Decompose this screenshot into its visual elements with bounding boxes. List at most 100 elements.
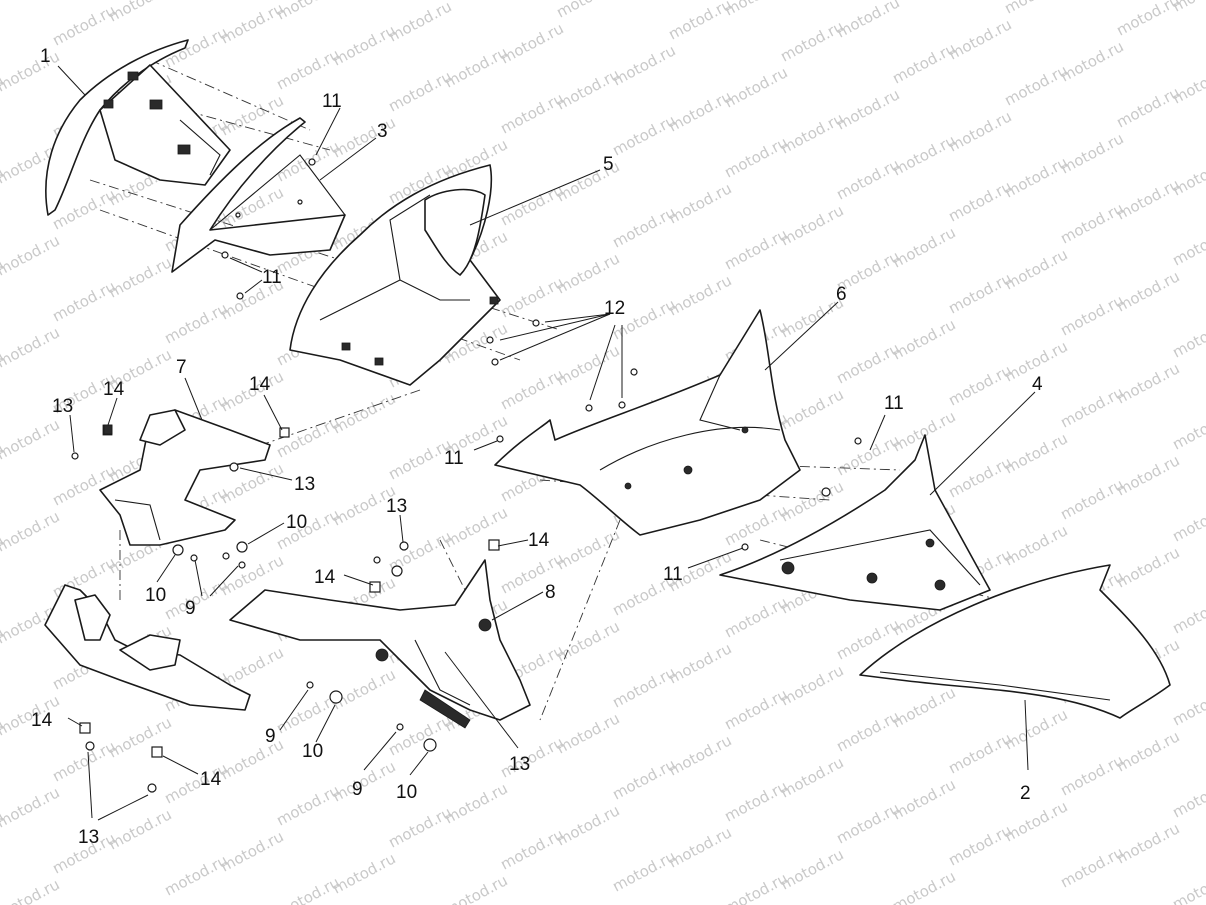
- watermark-text: motod.ru: [945, 269, 1014, 317]
- watermark-text: motod.ru: [945, 177, 1014, 225]
- callout-14-b: 14: [249, 374, 271, 395]
- watermark-text: motod.ru: [1001, 61, 1070, 109]
- watermark-text: motod.ru: [497, 733, 566, 781]
- watermark-text: motod.ru: [721, 593, 790, 641]
- part-4-lower-side-panel: [719, 434, 991, 611]
- watermark-text: motod.ru: [833, 431, 902, 479]
- watermark-text: motod.ru: [0, 47, 63, 95]
- watermark-text: motod.ru: [1169, 221, 1206, 269]
- callout-3: 3: [377, 121, 388, 142]
- watermark-text: motod.ru: [0, 0, 63, 4]
- watermark-text: motod.ru: [1169, 313, 1206, 361]
- watermark-text: motod.ru: [497, 365, 566, 413]
- watermark-text: motod.ru: [273, 873, 342, 905]
- callout-13-c: 13: [386, 496, 407, 517]
- watermark-text: motod.ru: [49, 737, 118, 785]
- fasteners: [71, 158, 862, 793]
- callout-5: 5: [603, 154, 614, 175]
- watermark-text: motod.ru: [273, 781, 342, 829]
- watermark-text: motod.ru: [1057, 843, 1126, 891]
- watermark-text: motod.ru: [1057, 751, 1126, 799]
- watermark-text: motod.ru: [609, 755, 678, 803]
- watermark-text: motod.ru: [945, 729, 1014, 777]
- lower-spoiler: [44, 584, 251, 711]
- callout-2: 2: [1020, 783, 1031, 804]
- watermark-text: motod.ru: [1113, 0, 1182, 40]
- watermark-text: motod.ru: [497, 273, 566, 321]
- leader-lines: [57, 65, 1036, 821]
- watermark-text: motod.ru: [161, 851, 230, 899]
- watermark-text: motod.ru: [721, 869, 790, 905]
- part-8-lower-bracket: [229, 559, 531, 729]
- watermark-text: motod.ru: [1057, 383, 1126, 431]
- callout-10-a: 10: [145, 585, 166, 606]
- callout-11-a: 11: [322, 91, 342, 112]
- callout-14-e: 14: [31, 710, 53, 731]
- watermark-text: motod.ru: [1169, 773, 1206, 821]
- watermark-text: motod.ru: [889, 867, 958, 905]
- callout-10-b: 10: [286, 512, 307, 533]
- watermark-text: motod.ru: [1169, 681, 1206, 729]
- watermark-text: motod.ru: [665, 0, 734, 44]
- watermark-text: motod.ru: [161, 0, 230, 2]
- watermark-text: motod.ru: [497, 89, 566, 137]
- callout-9-b: 9: [265, 726, 276, 747]
- watermark-text: motod.ru: [1001, 0, 1070, 18]
- watermark-text: motod.ru: [1169, 405, 1206, 453]
- callout-12: 12: [604, 298, 625, 319]
- watermark-text: motod.ru: [273, 45, 342, 93]
- watermark-text: motod.ru: [1169, 865, 1206, 905]
- watermark-text: motod.ru: [833, 799, 902, 847]
- watermark-text: motod.ru: [833, 707, 902, 755]
- watermark-text: motod.ru: [0, 415, 63, 463]
- watermark-text: motod.ru: [1113, 83, 1182, 131]
- part-1-front-fairing: [45, 39, 231, 216]
- watermark-text: motod.ru: [609, 203, 678, 251]
- watermark-text: motod.ru: [1057, 475, 1126, 523]
- part-3-inner-panel: [171, 117, 346, 273]
- watermark-text: motod.ru: [833, 155, 902, 203]
- watermark-text: motod.ru: [833, 339, 902, 387]
- watermark-text: motod.ru: [1057, 199, 1126, 247]
- callout-14-a: 14: [103, 379, 125, 400]
- callout-11-e: 11: [663, 564, 683, 585]
- watermark-text: motod.ru: [0, 323, 63, 371]
- callout-11-b: 11: [262, 267, 282, 288]
- callout-13-d: 13: [509, 754, 530, 775]
- watermark-text: motod.ru: [385, 67, 454, 115]
- watermark-text: motod.ru: [721, 685, 790, 733]
- callout-10-c: 10: [302, 741, 323, 762]
- callout-14-f: 14: [200, 769, 222, 790]
- watermark-text: motod.ru: [49, 1, 118, 49]
- watermark-text: motod.ru: [497, 549, 566, 597]
- watermark-text: motod.ru: [945, 361, 1014, 409]
- watermark-text: motod.ru: [1169, 497, 1206, 545]
- watermark-text: motod.ru: [1057, 291, 1126, 339]
- callout-11-c: 11: [444, 448, 464, 469]
- callout-6: 6: [836, 284, 847, 305]
- watermark-text: motod.ru: [889, 39, 958, 87]
- callout-8: 8: [545, 582, 556, 603]
- watermark-text: motod.ru: [497, 825, 566, 873]
- watermark-text: motod.ru: [385, 711, 454, 759]
- watermark-text: motod.ru: [833, 0, 902, 42]
- watermark-text: motod.ru: [0, 507, 63, 555]
- watermark-text: motod.ru: [161, 299, 230, 347]
- part-7-inner-bracket: [99, 409, 271, 546]
- watermark-text: motod.ru: [777, 17, 846, 65]
- watermark-text: motod.ru: [385, 803, 454, 851]
- watermark-text: motod.ru: [721, 777, 790, 825]
- watermark-text: motod.ru: [945, 453, 1014, 501]
- watermark-text: motod.ru: [161, 575, 230, 623]
- watermark-text: motod.ru: [721, 225, 790, 273]
- watermark-text: motod.ru: [721, 133, 790, 181]
- callout-13-e: 13: [78, 827, 99, 848]
- part-5-central-fairing: [289, 164, 501, 386]
- part-6-side-fairing: [494, 309, 801, 536]
- watermark-text: motod.ru: [0, 231, 63, 279]
- callout-11-d: 11: [884, 393, 904, 414]
- callout-13-a: 13: [52, 396, 73, 417]
- watermark-text: motod.ru: [273, 137, 342, 185]
- watermark-text: motod.ru: [0, 0, 7, 28]
